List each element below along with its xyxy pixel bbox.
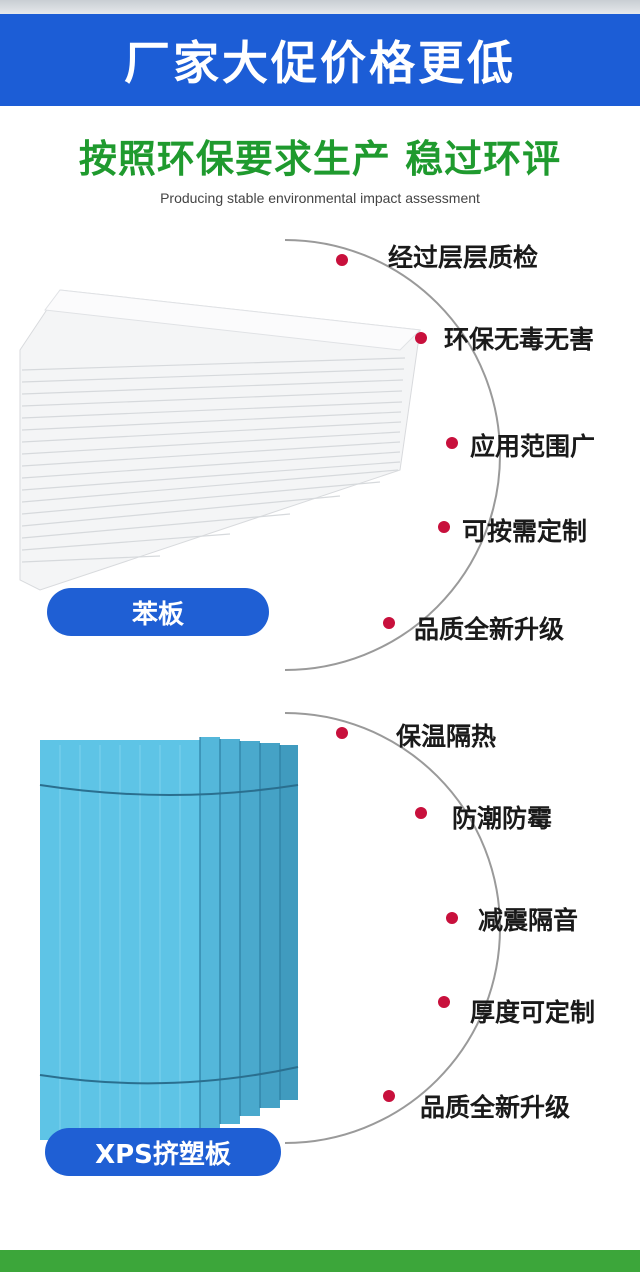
headline-cn: 按照环保要求生产 稳过环评 <box>78 137 562 181</box>
promo-banner: 厂家大促价格更低 <box>0 14 640 106</box>
feature-item: 厚度可定制 <box>470 998 596 1027</box>
banner-title: 厂家大促价格更低 <box>124 36 516 90</box>
feature-item: 应用范围广 <box>470 432 596 461</box>
feature-item: 减震隔音 <box>478 906 579 935</box>
foam-board-stack <box>19 289 422 591</box>
top-texture-strip <box>0 0 640 14</box>
feature-item: 环保无毒无害 <box>444 325 595 354</box>
feature-item: 防潮防霉 <box>452 804 553 833</box>
feature-item: 可按需定制 <box>462 517 588 546</box>
product-section-eps: 经过层层质检 环保无毒无害 应用范围广 可按需定制 品质全新升级 苯板 <box>0 230 640 680</box>
product-label-eps: 苯板 <box>47 588 269 636</box>
feature-item: 经过层层质检 <box>388 243 539 272</box>
feature-item: 品质全新升级 <box>420 1093 571 1122</box>
headline-en: Producing stable environmental impact as… <box>160 190 480 206</box>
white-foam-board-stack-icon <box>19 239 501 671</box>
feature-item: 保温隔热 <box>396 722 497 751</box>
bottom-green-strip <box>0 1250 640 1272</box>
xps-board-stack <box>39 737 299 1140</box>
feature-item: 品质全新升级 <box>414 615 565 644</box>
product-section-xps: 保温隔热 防潮防霉 减震隔音 厚度可定制 品质全新升级 XPS挤塑板 <box>0 705 640 1195</box>
product-label-xps: XPS挤塑板 <box>45 1128 281 1176</box>
blue-xps-board-stack-icon <box>39 712 501 1144</box>
